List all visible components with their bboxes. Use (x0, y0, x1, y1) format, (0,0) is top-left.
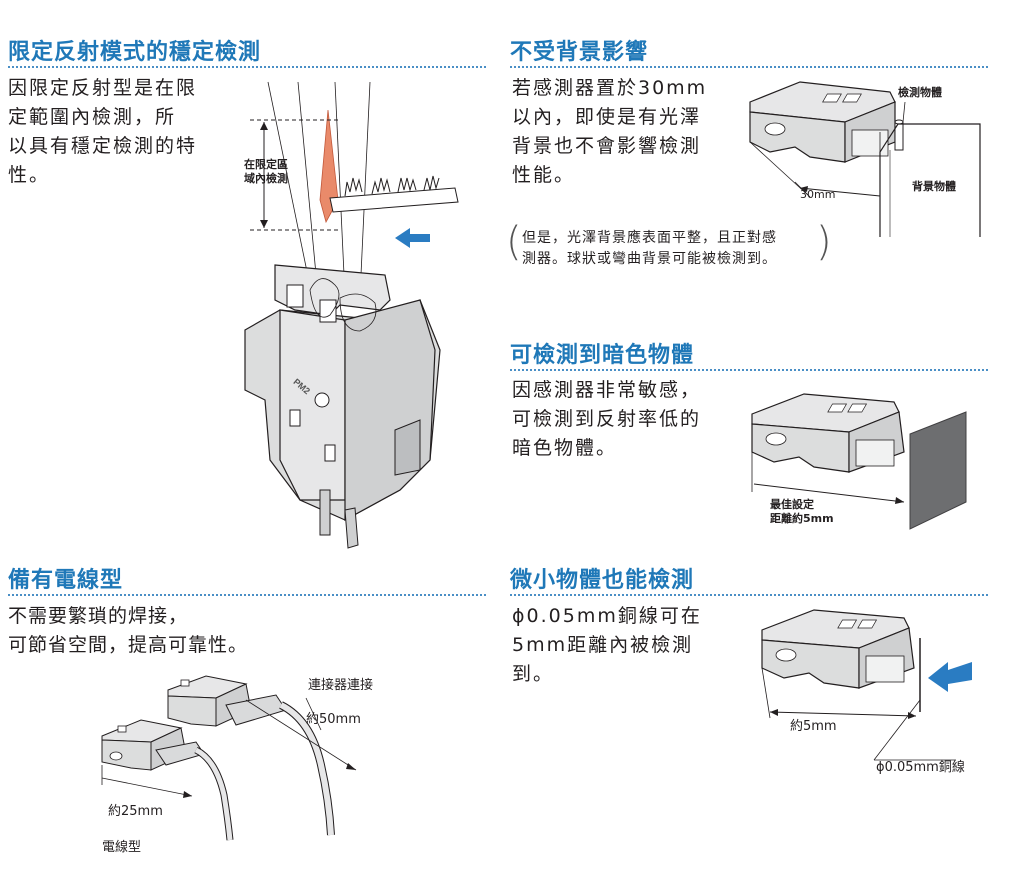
body-line: 可節省空間，提高可靠性。 (8, 634, 249, 656)
section-body-dark-objects: 因感測器非常敏感， 可檢測到反射率低的 暗色物體。 (512, 376, 722, 463)
label-detected-object: 檢測物體 (898, 86, 942, 99)
label-best-distance: 距離約5mm (770, 512, 834, 525)
arrow-icon (395, 228, 430, 248)
section-body-tiny-objects: ϕ0.05mm銅線可在 5mm距離內被檢測 到。 (512, 602, 722, 689)
body-line: 背景也不會影響檢測 (512, 135, 702, 157)
label-background-object: 背景物體 (912, 180, 956, 193)
zone-label: 域內檢測 (244, 172, 288, 185)
zone-label: 在限定區 (244, 158, 288, 171)
label-50mm: 約50mm (306, 712, 361, 727)
note-line: 測器。球狀或彎曲背景可能被檢測到。 (522, 251, 777, 267)
section-title-limited-reflective: 限定反射模式的穩定檢測 (8, 40, 262, 65)
note-line: 但是，光澤背景應表面平整，且正對感 (522, 230, 777, 246)
label-cable-type: 電線型 (102, 840, 142, 855)
section-title-cable-type: 備有電線型 (8, 568, 124, 593)
body-line: 性能。 (512, 164, 576, 186)
background-illustration (749, 81, 981, 237)
body-line: 以內，即使是有光澤 (512, 106, 702, 128)
section-divider (8, 594, 486, 596)
body-line: 以具有穩定檢測的特 (8, 135, 198, 157)
section-body-background: 若感測器置於30mm 以內，即使是有光澤 背景也不會影響檢測 性能。 (512, 74, 722, 190)
section-title-tiny-objects: 微小物體也能檢測 (510, 568, 695, 593)
body-line: 暗色物體。 (512, 437, 618, 459)
section-body-cable-type: 不需要繁瑣的焊接， 可節省空間，提高可靠性。 (8, 602, 368, 660)
dark-objects-illustration (751, 393, 967, 530)
label-connector: 連接器連接 (308, 678, 374, 693)
body-line: ϕ0.05mm銅線可在 (512, 605, 702, 627)
section-title-dark-objects: 可檢測到暗色物體 (510, 343, 695, 368)
body-line: 因感測器非常敏感， (512, 379, 702, 401)
note-close-paren: ) (816, 219, 832, 265)
detection-zone-beam (319, 109, 339, 224)
body-line: 性。 (8, 164, 51, 186)
cable-type-illustration (101, 675, 357, 841)
limited-reflective-illustration: PM2 (244, 81, 459, 549)
body-line: 不需要繁瑣的焊接， (8, 605, 189, 627)
body-line: 可檢測到反射率低的 (512, 408, 702, 430)
section-divider (510, 66, 988, 68)
body-line: 因限定反射型是在限 (8, 77, 198, 99)
body-line: 若感測器置於30mm (512, 77, 708, 99)
body-line: 定範圍內檢測，所 (8, 106, 177, 128)
section-divider (510, 369, 988, 371)
label-copper-wire: ϕ0.05mm銅線 (876, 760, 965, 775)
note-open-paren: ( (506, 219, 522, 265)
section-title-background: 不受背景影響 (510, 40, 649, 65)
arrow-icon (928, 662, 972, 692)
section-body-limited-reflective: 因限定反射型是在限 定範圍內檢測，所 以具有穩定檢測的特 性。 (8, 74, 218, 190)
body-line: 到。 (512, 663, 555, 685)
body-line: 5mm距離內被檢測 (512, 634, 694, 656)
label-25mm: 約25mm (108, 804, 163, 819)
section-divider (510, 594, 988, 596)
section-divider (8, 66, 486, 68)
label-distance: 30mm (800, 188, 836, 201)
label-5mm: 約5mm (790, 719, 837, 734)
tiny-objects-illustration (761, 609, 972, 761)
section-note-background: 但是，光澤背景應表面平整，且正對感 測器。球狀或彎曲背景可能被檢測到。 (522, 228, 822, 270)
label-best-distance: 最佳設定 (770, 498, 814, 511)
